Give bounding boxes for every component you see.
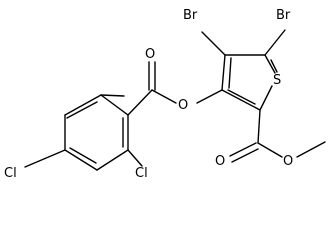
thiophene-bond — [259, 85, 273, 111]
carbonyl-double-bond — [231, 148, 259, 163]
benzene-bond — [64, 94, 102, 116]
thiophene-bond — [228, 57, 232, 89]
atom-label-chlorine: Cl — [135, 166, 148, 181]
benzene-bond — [96, 149, 129, 171]
benzene-bond — [100, 94, 129, 116]
oxygen-to-thiophene-bond — [196, 89, 223, 104]
ring-to-cl-right-bond — [127, 149, 143, 167]
structure-drawing: O O Br Br S Cl Cl O O — [4, 8, 326, 181]
thiophene-bond — [270, 59, 278, 73]
atom-label-oxygen: O — [145, 47, 155, 62]
chemical-structure-canvas: O O Br Br S Cl Cl O O — [4, 8, 326, 181]
benzene-bond — [100, 94, 125, 97]
carbonyl-to-oxygen-bond — [151, 89, 177, 104]
benzene-bond — [66, 101, 98, 119]
atom-label-sulfur: S — [273, 73, 281, 88]
carbonyl-double-bond — [229, 142, 257, 157]
thiophene-bond — [221, 89, 261, 111]
bonds — [24, 29, 326, 171]
atom-labels: O O Br Br S Cl Cl O O — [4, 8, 293, 181]
atom-label-bromine: Br — [276, 8, 291, 23]
benzene-bond — [69, 147, 97, 164]
carbonyl-to-oxygen-bond — [257, 142, 283, 158]
oxygen-to-methyl-bond — [296, 141, 326, 158]
atom-label-chlorine: Cl — [4, 166, 17, 181]
atom-label-bromine: Br — [183, 8, 198, 23]
thiophene-bond — [227, 89, 256, 105]
atom-label-oxygen: O — [178, 98, 188, 113]
benzene-bond — [64, 149, 98, 171]
atom-label-oxygen: O — [283, 154, 293, 169]
thiophene-to-br-bond — [201, 31, 226, 56]
thiophene-to-br-bond — [264, 29, 286, 56]
atom-label-oxygen: O — [215, 154, 225, 169]
thiophene-bond — [264, 54, 276, 74]
thiophene-bond — [221, 54, 226, 91]
ring-to-cl-left-bond — [24, 149, 66, 168]
ring-to-carbonyl-bond — [127, 89, 153, 116]
thiophene-to-carbonyl-bond — [257, 109, 261, 144]
